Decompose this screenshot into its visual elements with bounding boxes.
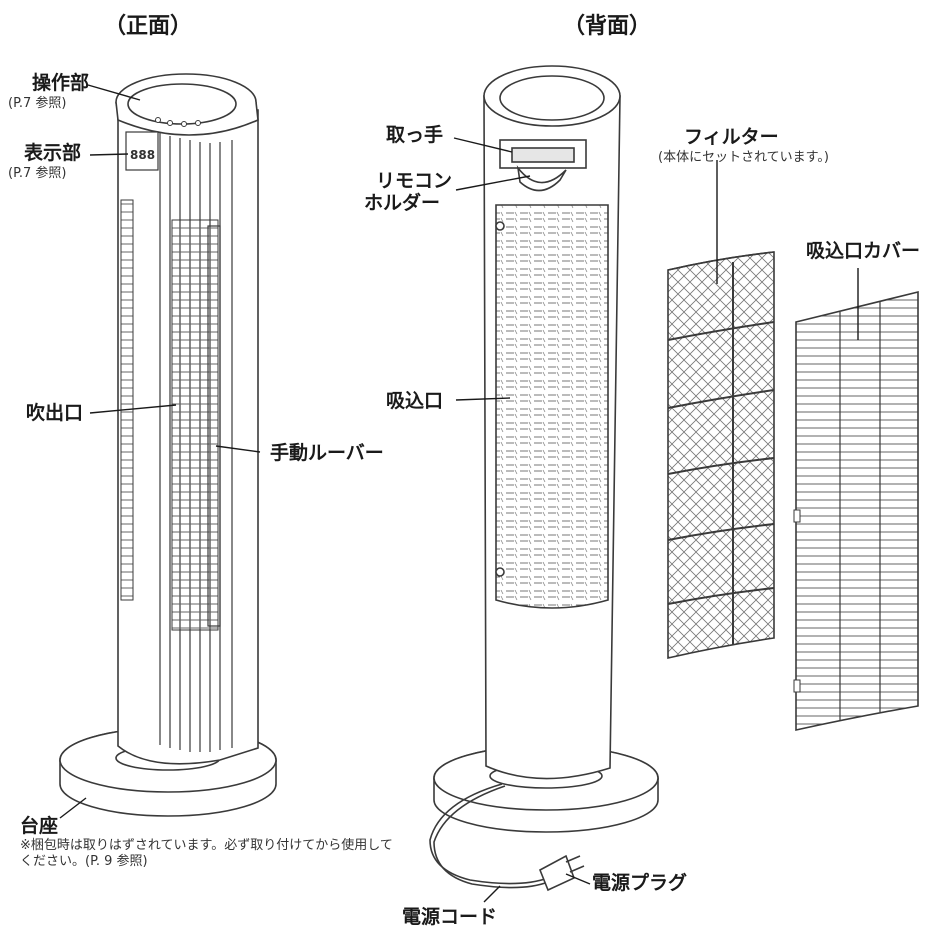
label-base: 台座	[20, 815, 59, 837]
front-louver	[207, 225, 221, 627]
label-control-ref: (P.7 参照)	[8, 96, 67, 111]
back-tower	[433, 65, 659, 833]
leader-lines	[59, 84, 859, 903]
label-plug: 電源プラグ	[592, 872, 688, 894]
label-louver: 手動ルーバー	[270, 442, 384, 464]
back-inlet	[495, 204, 609, 609]
label-handle: 取っ手	[386, 124, 444, 146]
label-remote-holder-1: リモコン	[376, 170, 453, 192]
label-inlet-cover: 吸込口カバー	[806, 240, 921, 262]
label-remote-holder-2: ホルダー	[364, 192, 441, 214]
label-inlet: 吸込口	[386, 390, 444, 412]
back-heading: （背面）	[563, 14, 652, 39]
label-outlet: 吹出口	[26, 402, 84, 424]
label-filter-note: (本体にセットされています。)	[658, 150, 829, 165]
label-display-ref: (P.7 参照)	[8, 166, 67, 181]
front-heading: （正面）	[104, 14, 193, 39]
front-display	[125, 131, 159, 171]
inlet-cover	[793, 290, 919, 731]
front-outlet	[171, 219, 219, 631]
power-plug	[538, 854, 585, 892]
base-note: ※梱包時は取りはずされています。必ず取り付けてから使用してください。(P. 9 …	[20, 838, 393, 869]
label-filter: フィルター	[684, 126, 779, 148]
label-control: 操作部	[32, 72, 90, 94]
label-display: 表示部	[24, 142, 82, 164]
filter	[667, 251, 775, 660]
front-control-panel	[127, 83, 237, 125]
power-cord	[429, 783, 549, 889]
back-remote-holder	[516, 165, 567, 192]
label-cord: 電源コード	[402, 906, 498, 928]
display-readout: 888	[130, 148, 156, 162]
front-tower	[59, 73, 277, 817]
